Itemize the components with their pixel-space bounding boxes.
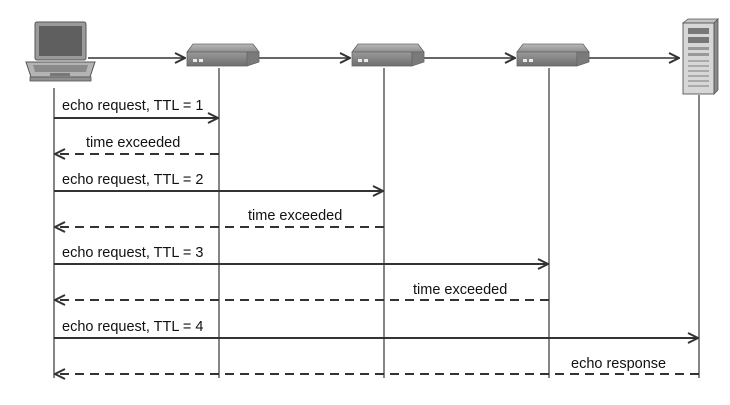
messages — [54, 118, 699, 374]
router-3-icon — [516, 43, 590, 67]
message-labels: echo request, TTL = 1 time exceeded echo… — [62, 98, 666, 372]
message-label-7: echo request, TTL = 4 — [62, 319, 203, 335]
message-label-2: time exceeded — [86, 135, 180, 151]
message-label-5: echo request, TTL = 3 — [62, 245, 203, 261]
laptop-icon — [25, 21, 96, 82]
router-2-icon — [351, 43, 425, 67]
message-label-8: echo response — [571, 356, 666, 372]
message-label-3: echo request, TTL = 2 — [62, 172, 203, 188]
message-label-6: time exceeded — [413, 282, 507, 298]
message-label-1: echo request, TTL = 1 — [62, 98, 203, 114]
router-1-icon — [186, 43, 260, 67]
message-label-4: time exceeded — [248, 208, 342, 224]
server-icon — [681, 18, 719, 95]
lifelines — [53, 68, 700, 378]
